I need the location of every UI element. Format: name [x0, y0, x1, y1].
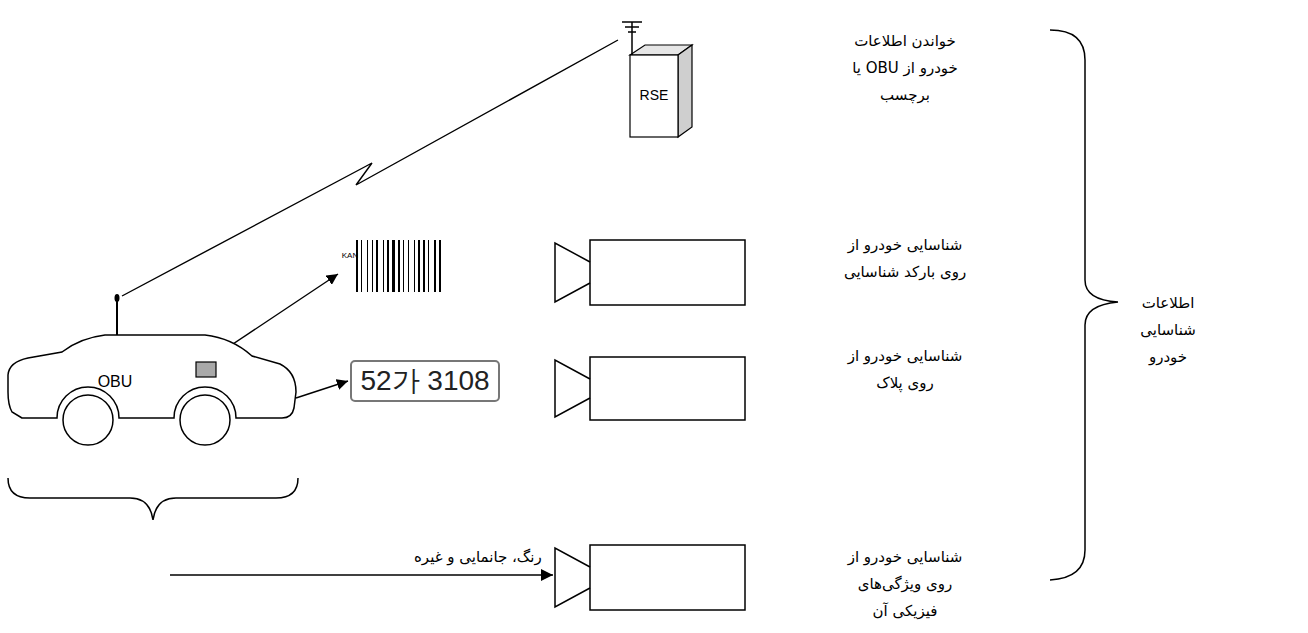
barcode-bar [439, 240, 441, 292]
feature-arrow [170, 574, 553, 576]
car-outline [8, 292, 300, 457]
connector-arrow [296, 381, 348, 398]
description-label: خواندن اطلاعات خودرو از OBU یا برچسب [835, 28, 975, 109]
camera-lens [555, 360, 590, 417]
camera-body [590, 357, 745, 420]
camera-icon [555, 357, 745, 420]
barcode-bar [387, 240, 389, 292]
camera-body [590, 545, 745, 610]
car-body [8, 335, 296, 418]
barcode-bar [356, 240, 358, 292]
barcode-bar [428, 240, 429, 292]
barcode-bar [434, 240, 436, 292]
license-plate: 52가 3108 [350, 360, 500, 402]
antenna-bar [628, 31, 636, 33]
barcode-bar [403, 240, 404, 292]
antenna-bar [622, 21, 642, 23]
box-side [678, 45, 692, 137]
antenna-bar [625, 26, 639, 28]
camera-lens [555, 243, 590, 302]
barcode-bars [356, 240, 441, 292]
description-label: شناسایی خودرو از روی ویژگی‌های فیزیکی آن [835, 544, 975, 625]
node-label: RSE [640, 88, 669, 103]
barcode-bar [372, 240, 373, 292]
barcode-label: KAN [340, 236, 444, 294]
barcode-bar [418, 240, 420, 292]
camera-lens [555, 548, 590, 607]
curly-bracket [1050, 30, 1118, 580]
description-label: رنگ، جانمایی و غیره [411, 547, 545, 567]
rse-outline [618, 16, 698, 140]
barcode-bar [367, 240, 368, 292]
curly-bracket [8, 478, 298, 520]
wireless-link [122, 40, 618, 296]
tag-sticker [196, 362, 216, 377]
node-label: OBU [98, 373, 133, 391]
barcode-bar [361, 240, 362, 292]
camera-body [590, 240, 745, 305]
barcode-bar [423, 240, 425, 292]
car-wheel [180, 395, 230, 445]
camera-icon [555, 240, 745, 305]
description-label: شناسایی خودرو از روی بارکد شناسایی [835, 232, 975, 286]
antenna [116, 300, 118, 335]
barcode-bar [376, 240, 378, 292]
box-front [630, 55, 678, 137]
barcode-bar [392, 240, 395, 292]
description-label: شناسایی خودرو از روی پلاک [835, 343, 975, 397]
barcode-bar [414, 240, 415, 292]
roadside-equipment: RSE [618, 16, 698, 140]
vehicle: OBU [8, 292, 300, 457]
description-label: اطلاعات شناسایی خودرو [1133, 290, 1203, 371]
node-label: KAN [342, 252, 358, 261]
barcode-bar [408, 240, 409, 292]
plate-number: 52가 3108 [360, 366, 489, 397]
barcode-bar [398, 240, 400, 292]
antenna-tip [115, 294, 120, 302]
car-wheel [63, 395, 113, 445]
barcode-bar [383, 240, 384, 292]
camera-icon [555, 545, 745, 610]
